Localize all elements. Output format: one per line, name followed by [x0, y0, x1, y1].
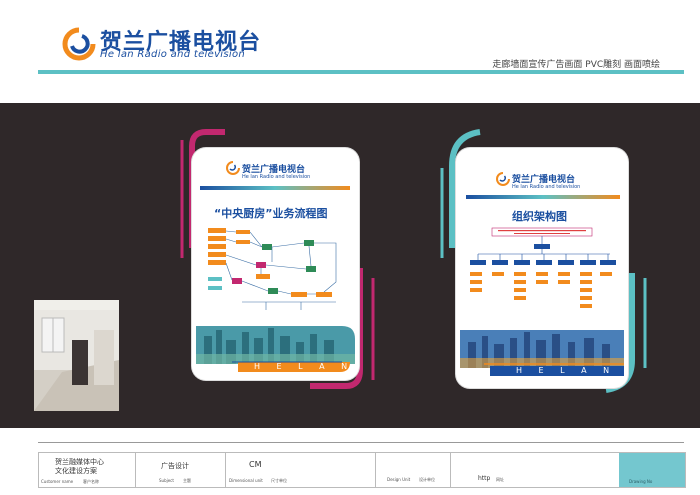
- customer-label: Customer name: [41, 479, 74, 484]
- logo-mark-icon: [62, 27, 96, 61]
- http-cell: http 网址: [450, 453, 620, 487]
- drawing-label: Drawing No: [629, 479, 653, 484]
- board-logo-title: 贺兰广播电视台: [512, 175, 576, 185]
- http-label-cn: 网址: [496, 477, 504, 482]
- board-logo-icon: [226, 161, 240, 175]
- org-chart-diagram: [470, 227, 616, 308]
- logo-title: 贺兰广播电视台: [100, 30, 262, 55]
- board-logo-title: 贺兰广播电视台: [242, 165, 306, 175]
- left-board-frame: [180, 129, 375, 389]
- design-cell: Design Unit 设计单位: [375, 453, 451, 487]
- unit-cell: CM Dimensional unit 尺寸单位: [225, 453, 376, 487]
- right-board: 贺兰广播电视台 He lan Radio and television 组织架构…: [456, 148, 628, 388]
- unit-label-cn: 尺寸单位: [271, 478, 287, 483]
- http-label: http: [478, 475, 491, 482]
- subject-value: 广告设计: [161, 462, 189, 470]
- subject-cell: 广告设计 Subject 主题: [135, 453, 226, 487]
- client-name: 贺兰融媒体中心: [55, 458, 104, 466]
- city-skyline-banner: [192, 322, 359, 380]
- header-caption: 走廊墙面宣传广告画面 PVC雕刻 画面喷绘: [492, 60, 660, 70]
- board-footer-text: H E L A N: [254, 362, 355, 371]
- design-label: Design Unit: [387, 477, 411, 482]
- board-footer-text: H E L A N: [516, 366, 617, 375]
- city-skyline-banner: [460, 330, 624, 376]
- subject-label-cn: 主题: [183, 478, 191, 483]
- header-divider: [38, 70, 684, 74]
- board-stripe: [466, 195, 620, 199]
- board-title: 组织架构图: [512, 210, 567, 223]
- board-stripe: [200, 186, 350, 190]
- logo-subtitle: He lan Radio and television: [100, 49, 246, 60]
- board-logo-subtitle: He lan Radio and television: [512, 184, 581, 190]
- board-logo-subtitle: He lan Radio and television: [242, 174, 311, 180]
- customer-label-cn: 客户名称: [83, 479, 99, 484]
- board-title: “中央厨房”业务流程图: [214, 207, 328, 220]
- board-logo-icon: [496, 172, 510, 186]
- unit-value: CM: [249, 460, 262, 469]
- subject-label: Subject: [159, 478, 174, 483]
- unit-label: Dimensional unit: [229, 478, 263, 483]
- drawing-number-cell: Drawing No: [619, 453, 685, 487]
- customer-cell: 贺兰融媒体中心 文化建设方案 Customer name 客户名称: [39, 453, 136, 487]
- title-block: 贺兰融媒体中心 文化建设方案 Customer name 客户名称 广告设计 S…: [38, 452, 686, 488]
- corridor-photo: [34, 300, 119, 411]
- footer-divider: [38, 442, 684, 443]
- workflow-diagram: [208, 228, 337, 310]
- design-label-cn: 设计单位: [419, 477, 435, 482]
- client-plan: 文化建设方案: [55, 467, 97, 475]
- left-board: 贺兰广播电视台 He lan Radio and television “中央厨…: [192, 148, 359, 380]
